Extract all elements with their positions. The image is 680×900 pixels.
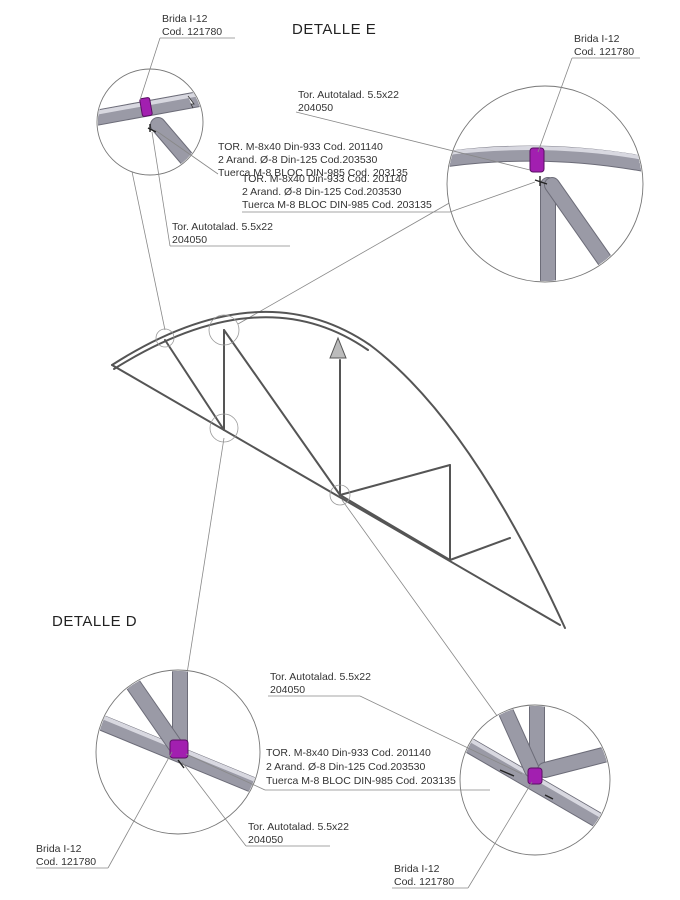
detail-marker-d2: [329, 484, 351, 506]
svg-text:Tuerca M-8 BLOC DIN-985 Cod. 2: Tuerca M-8 BLOC DIN-985 Cod. 203135: [266, 775, 456, 787]
svg-text:204050: 204050: [248, 834, 283, 846]
label-d-right-brida: Brida I-12 Cod. 121780: [392, 781, 533, 889]
label-d-left-screw: Tor. Autotalad. 5.5x22 204050: [181, 761, 349, 847]
svg-text:Tor. Autotalad. 5.5x22: Tor. Autotalad. 5.5x22: [270, 671, 371, 683]
svg-text:2 Arand. Ø-8 Din-125 Cod.20353: 2 Arand. Ø-8 Din-125 Cod.203530: [218, 154, 378, 166]
detail-d-title: DETALLE D: [52, 613, 137, 630]
svg-text:Brida I-12: Brida I-12: [162, 13, 208, 25]
svg-text:Cod. 121780: Cod. 121780: [394, 876, 454, 888]
detail-e-title: DETALLE E: [292, 21, 376, 38]
label-d-left-brida: Brida I-12 Cod. 121780: [36, 751, 173, 869]
label-e-left-screw: Tor. Autotalad. 5.5x22 204050: [151, 131, 290, 247]
svg-text:TOR. M-8x40 Din-933 Cod. 20114: TOR. M-8x40 Din-933 Cod. 201140: [218, 141, 383, 153]
label-d-right-screw: Tor. Autotalad. 5.5x22 204050: [268, 671, 523, 775]
svg-text:204050: 204050: [172, 234, 207, 246]
label-e-right-screw: Tor. Autotalad. 5.5x22 204050: [295, 89, 531, 171]
svg-text:2 Arand. Ø-8 Din-125 Cod.20353: 2 Arand. Ø-8 Din-125 Cod.203530: [266, 761, 426, 773]
ridge-fitting: [329, 336, 347, 359]
label-e-right-brida: Brida I-12 Cod. 121780: [537, 33, 640, 153]
detail-marker-e1: [155, 328, 175, 348]
svg-text:Cod. 121780: Cod. 121780: [162, 26, 222, 38]
svg-text:Cod. 121780: Cod. 121780: [36, 856, 96, 868]
detail-d-right-circle: [459, 704, 611, 856]
label-e-left-brida: Brida I-12 Cod. 121780: [139, 13, 235, 101]
svg-text:Tor. Autotalad. 5.5x22: Tor. Autotalad. 5.5x22: [248, 821, 349, 833]
svg-text:Brida I-12: Brida I-12: [574, 33, 620, 45]
detail-marker-d1: [209, 413, 239, 443]
svg-text:Tor. Autotalad. 5.5x22: Tor. Autotalad. 5.5x22: [172, 221, 273, 233]
svg-text:TOR. M-8x40 Din-933 Cod. 20114: TOR. M-8x40 Din-933 Cod. 201140: [266, 747, 431, 759]
label-e-left-bolt: TOR. M-8x40 Din-933 Cod. 201140 2 Arand.…: [154, 129, 408, 179]
svg-text:204050: 204050: [298, 102, 333, 114]
detail-d-left-circle: [95, 669, 261, 835]
svg-text:Tuerca M-8 BLOC DIN-985 Cod. 2: Tuerca M-8 BLOC DIN-985 Cod. 203135: [218, 167, 408, 179]
svg-text:Brida I-12: Brida I-12: [36, 843, 82, 855]
label-e-right-bolt: TOR. M-8x40 Din-933 Cod. 201140 2 Arand.…: [242, 173, 536, 213]
detail-marker-e2: [208, 314, 240, 346]
svg-text:Cod. 121780: Cod. 121780: [574, 46, 634, 58]
svg-text:TOR. M-8x40 Din-933 Cod. 20114: TOR. M-8x40 Din-933 Cod. 201140: [242, 173, 407, 185]
detail-e-left-circle: [96, 68, 204, 176]
svg-text:2 Arand. Ø-8 Din-125 Cod.20353: 2 Arand. Ø-8 Din-125 Cod.203530: [242, 186, 402, 198]
svg-text:Tor. Autotalad. 5.5x22: Tor. Autotalad. 5.5x22: [298, 89, 399, 101]
label-d-left-bolt: TOR. M-8x40 Din-933 Cod. 201140 2 Arand.…: [185, 747, 490, 791]
svg-text:204050: 204050: [270, 684, 305, 696]
svg-text:Tuerca M-8 BLOC DIN-985 Cod. 2: Tuerca M-8 BLOC DIN-985 Cod. 203135: [242, 199, 432, 211]
svg-text:Brida I-12: Brida I-12: [394, 863, 440, 875]
detail-e-right-circle: [446, 85, 644, 283]
main-truss: [111, 310, 566, 629]
